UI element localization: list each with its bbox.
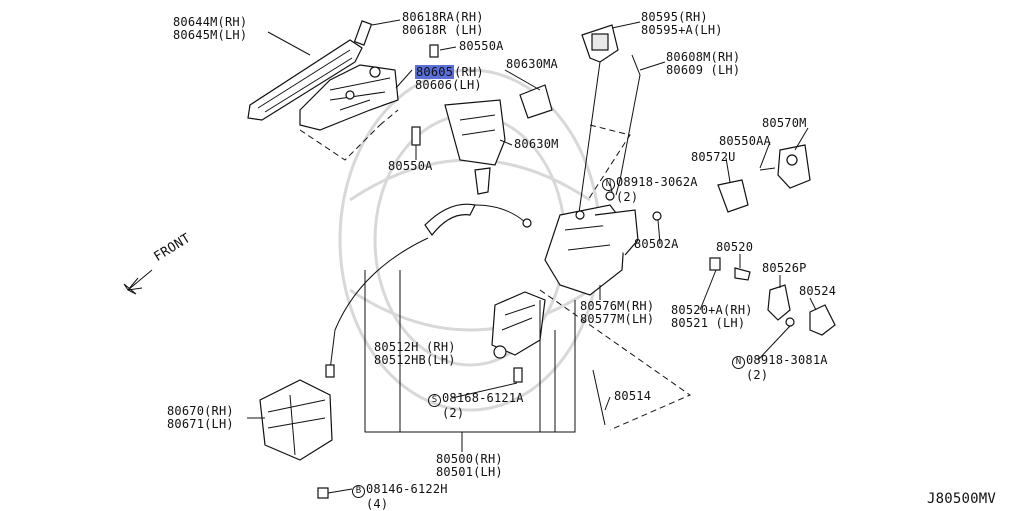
label-80500: 80500(RH) 80501(LH) xyxy=(436,453,503,479)
label-line: 80671(LH) xyxy=(167,417,234,431)
actuator-part xyxy=(491,291,546,359)
label-80550aa: 80550AA xyxy=(719,134,771,148)
label-80524: 80524 xyxy=(799,284,837,298)
label-line: 80520+A(RH) xyxy=(671,303,753,317)
handle-bracket-part xyxy=(299,44,439,131)
nut-n-icon: N xyxy=(732,356,745,369)
label-line: 80512HB(LH) xyxy=(374,353,456,367)
bolt-part xyxy=(411,126,421,146)
lower-lock-part xyxy=(259,379,333,461)
label-80502a: 80502A xyxy=(634,237,679,251)
label-line: 08168-6121A xyxy=(442,391,524,405)
label-qty: (4) xyxy=(366,497,389,511)
label-qty: (2) xyxy=(442,406,465,420)
label-80595: 80595(RH) 80595+A(LH) xyxy=(641,11,723,37)
label-line: 80618R (LH) xyxy=(402,23,484,37)
screw-s-icon: S xyxy=(428,394,441,407)
label-80670: 80670(RH) 80671(LH) xyxy=(167,405,234,431)
label-line: 80501(LH) xyxy=(436,465,503,479)
label-80550a-mid: 80550A xyxy=(388,159,433,173)
key-cylinder-part xyxy=(809,304,836,336)
bolt-b-icon: B xyxy=(352,485,365,498)
label-line: 80500(RH) xyxy=(436,452,503,466)
label-80608m: 80608M(RH) 80609 (LH) xyxy=(666,51,740,77)
label-line: 80595(RH) xyxy=(641,10,708,24)
nut-part-2 xyxy=(785,317,795,327)
front-arrow-icon xyxy=(123,269,153,295)
clip-part xyxy=(709,257,721,271)
label-line: 80609 (LH) xyxy=(666,63,741,77)
lock-assy-part xyxy=(544,204,662,296)
shim-part xyxy=(717,179,749,213)
diagram-code: J80500MV xyxy=(927,491,997,507)
label-80570m: 80570M xyxy=(762,116,807,130)
label-80605: 80605(RH) 80606(LH) xyxy=(415,65,484,92)
nut-part xyxy=(605,191,615,201)
label-line: 80512H (RH) xyxy=(374,340,456,354)
lock-rod-part xyxy=(592,369,606,426)
label-line: 08146-6122H xyxy=(366,482,448,496)
label-80526p: 80526P xyxy=(762,261,807,275)
nut-n-icon: N xyxy=(602,178,615,191)
cable-part xyxy=(325,203,532,378)
label-qty: (2) xyxy=(616,190,639,204)
rod-part xyxy=(615,54,641,196)
label-80520a: 80520+A(RH) 80521 (LH) xyxy=(671,304,753,330)
label-line: 08918-3062A xyxy=(616,175,698,189)
label-line: (RH) xyxy=(454,65,484,79)
label-80630ma: 80630MA xyxy=(506,57,558,71)
gasket-part xyxy=(767,284,791,321)
label-80605-highlight[interactable]: 80605 xyxy=(415,65,455,79)
label-line: 80645M(LH) xyxy=(173,28,248,42)
pin-part xyxy=(734,267,751,281)
label-80512h: 80512H (RH) 80512HB(LH) xyxy=(374,341,456,367)
inside-handle-bezel-part xyxy=(577,24,619,221)
striker-part xyxy=(759,144,811,189)
label-line: 80521 (LH) xyxy=(671,316,746,330)
label-80550a-top: 80550A xyxy=(459,39,504,53)
label-qty: (2) xyxy=(746,368,769,382)
label-line: 80576M(RH) xyxy=(580,299,655,313)
label-80576m: 80576M(RH) 80577M(LH) xyxy=(580,300,654,326)
bolt-part-2 xyxy=(317,487,329,499)
rod-holder-part xyxy=(519,84,553,119)
label-80644m: 80644M(RH) 80645M(LH) xyxy=(173,16,247,42)
label-80520: 80520 xyxy=(716,240,754,254)
label-line: 80577M(LH) xyxy=(580,312,655,326)
label-80514: 80514 xyxy=(614,389,652,403)
outside-handle-part xyxy=(247,20,373,121)
label-line: 80644M(RH) xyxy=(173,15,248,29)
label-line: 08918-3081A xyxy=(746,353,828,367)
label-80572u: 80572U xyxy=(691,150,736,164)
leader-lines xyxy=(247,19,817,494)
label-line: 80595+A(LH) xyxy=(641,23,723,37)
label-line: 80608M(RH) xyxy=(666,50,741,64)
screw-part xyxy=(513,367,523,383)
label-line: 80618RA(RH) xyxy=(402,10,484,24)
label-80618r: 80618RA(RH) 80618R (LH) xyxy=(402,11,484,37)
label-line: 80606(LH) xyxy=(415,78,482,92)
label-line: 80670(RH) xyxy=(167,404,234,418)
label-80630m: 80630M xyxy=(514,137,559,151)
rod-bracket-part xyxy=(444,99,506,195)
